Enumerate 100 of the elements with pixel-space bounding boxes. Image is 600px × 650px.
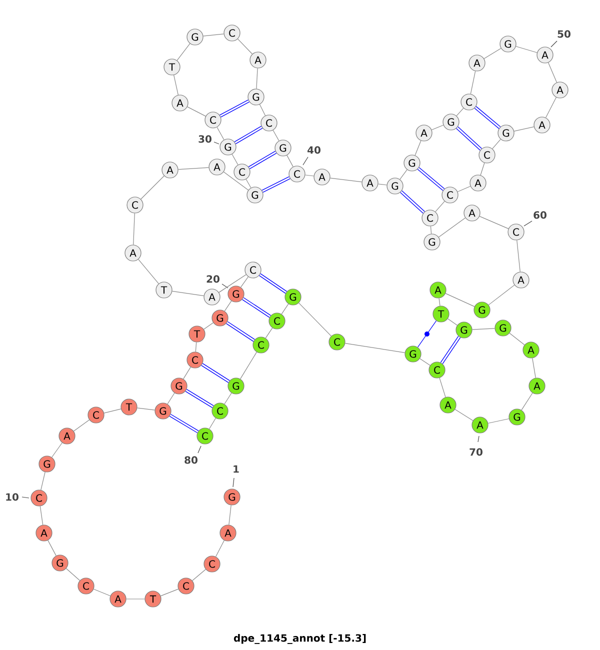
backbone-line [48, 540, 56, 556]
backbone-line [202, 34, 224, 36]
base-pair-line [456, 126, 482, 150]
backbone-line [232, 154, 238, 166]
position-number: 50 [550, 30, 570, 48]
backbone-line [140, 176, 164, 200]
backbone-line [66, 568, 80, 581]
backbone-line [484, 48, 502, 59]
backbone-line [378, 184, 388, 186]
backbone-line [516, 46, 538, 53]
backbone-line [133, 213, 135, 246]
base-pair-line [262, 176, 290, 193]
backbone-line [457, 186, 471, 192]
backbone-line [218, 274, 246, 293]
backbone-line [224, 300, 232, 312]
backbone-line [488, 284, 515, 306]
backbone-line [431, 124, 444, 130]
backbone-line [472, 328, 496, 330]
backbone-line [195, 342, 197, 352]
backbone-line [548, 62, 558, 83]
backbone-line [414, 140, 422, 156]
backbone-line [228, 504, 232, 526]
backbone-line [246, 178, 252, 188]
backbone-line [439, 378, 446, 398]
backbone-line [298, 302, 332, 336]
backbone-line [286, 155, 294, 167]
backbone-line [516, 240, 520, 272]
position-number: 30 [198, 135, 220, 144]
backbone-line [521, 392, 533, 410]
backbone-line [479, 216, 509, 230]
backbone-line [265, 328, 273, 338]
backbone-line [52, 442, 62, 458]
position-number: 60 [524, 211, 546, 226]
backbone-line [480, 162, 485, 176]
backbone-line [272, 130, 280, 142]
base-pair-line [400, 190, 425, 214]
backbone-line [237, 38, 253, 54]
backbone-line [430, 226, 432, 234]
position-number: 40 [302, 146, 320, 166]
backbone-line [456, 108, 464, 116]
base-pair-line [474, 106, 501, 129]
base-pair-line [440, 336, 461, 364]
backbone-line [400, 169, 408, 180]
backbone-line [532, 358, 536, 378]
backbone-line [223, 172, 249, 190]
backbone-line [492, 138, 501, 150]
backbone-line [216, 540, 224, 557]
backbone-line [488, 418, 510, 424]
backbone-line [192, 569, 206, 581]
backbone-line [172, 290, 204, 296]
base-pair-line [242, 297, 271, 318]
backbone-line [445, 293, 475, 307]
base-pair-line [417, 167, 445, 191]
position-number: 80 [184, 446, 202, 464]
backbone-line [204, 322, 214, 330]
backbone-line [138, 259, 159, 284]
backbone-line [256, 68, 258, 89]
position-number: 20 [206, 275, 228, 288]
backbone-line [216, 126, 224, 140]
backbone-line [240, 276, 248, 288]
backbone-line [514, 126, 534, 132]
backbone-line [208, 418, 216, 430]
backbone-line [160, 588, 179, 596]
position-number: 1 [232, 465, 239, 488]
base-pair-line [234, 126, 263, 144]
backbone-line [183, 366, 191, 380]
base-pair-line [169, 414, 199, 434]
base-pair-line [201, 363, 230, 383]
backbone-line [73, 420, 90, 432]
backbone-line [187, 106, 206, 116]
backbone-line [330, 178, 362, 182]
backbone-line [40, 506, 44, 526]
backbone-line [40, 472, 46, 490]
backbone-line [174, 74, 178, 96]
base-pair-line [259, 273, 287, 294]
backbone-line [167, 392, 175, 404]
base-pair-line [417, 320, 437, 348]
backbone-line [93, 588, 111, 596]
backbone-line [454, 409, 474, 421]
backbone-line [546, 97, 556, 118]
backbone-line [176, 43, 190, 61]
backbone-line [470, 70, 476, 94]
backbone-line [435, 200, 445, 212]
base-pair-line [185, 389, 214, 408]
base-pair-line [220, 100, 250, 118]
backbone-line [136, 408, 156, 410]
position-number: 70 [470, 436, 482, 456]
backbone-line [259, 104, 266, 116]
caption: dpe_1145_annot [-15.3] [234, 634, 366, 644]
base-pair-line [226, 321, 255, 342]
backbone-line [509, 332, 525, 346]
backbone-line [104, 408, 122, 414]
backbone-line [178, 167, 210, 170]
backbone-line [448, 318, 458, 326]
backbone-line [438, 218, 466, 238]
backbone-line [240, 352, 257, 380]
base-pair-line [248, 150, 277, 170]
backbone-line [420, 358, 430, 366]
backbone-line [304, 174, 314, 176]
backbone-line [344, 343, 406, 353]
